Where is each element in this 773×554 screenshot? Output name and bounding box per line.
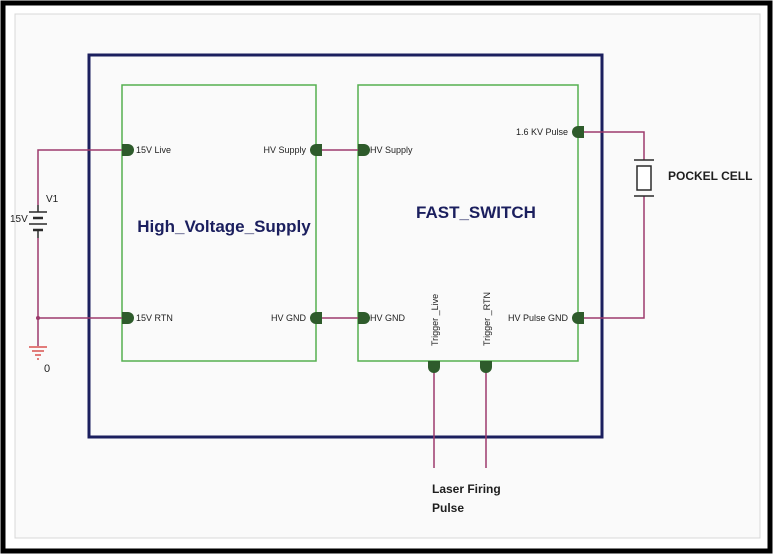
canvas-background bbox=[14, 13, 761, 539]
hv-supply-pins bbox=[122, 144, 322, 324]
pin-15v-rtn[interactable] bbox=[122, 312, 134, 324]
battery-value-label: 15V bbox=[10, 214, 28, 225]
junction-dot bbox=[36, 316, 40, 320]
pockel-cell-label: POCKEL CELL bbox=[668, 169, 752, 183]
pin-hv-gnd-in[interactable] bbox=[358, 312, 370, 324]
pin-label-hv-supply-in: HV Supply bbox=[370, 145, 413, 155]
pin-label-kv-pulse: 1.6 KV Pulse bbox=[516, 127, 568, 137]
pin-label-trigger-rtn: Trigger _RTN bbox=[482, 292, 492, 346]
outer-block-border bbox=[87, 53, 604, 439]
fast-switch-title: FAST_SWITCH bbox=[416, 203, 536, 222]
battery-symbol[interactable] bbox=[29, 205, 47, 238]
pin-hv-gnd-out[interactable] bbox=[310, 312, 322, 324]
ground-icon bbox=[29, 346, 47, 360]
pin-label-15v-live: 15V Live bbox=[136, 145, 171, 155]
pin-trigger-live[interactable] bbox=[428, 361, 440, 373]
pin-label-hv-gnd-in: HV GND bbox=[370, 313, 406, 323]
pin-label-hv-gnd-out: HV GND bbox=[271, 313, 307, 323]
pin-label-hv-pulse-gnd: HV Pulse GND bbox=[508, 313, 569, 323]
fast-switch-pins bbox=[358, 126, 584, 373]
pin-hv-supply-out[interactable] bbox=[310, 144, 322, 156]
wire-live bbox=[37, 149, 128, 205]
pin-15v-live[interactable] bbox=[122, 144, 134, 156]
fast-switch-block[interactable] bbox=[357, 84, 579, 362]
pin-hv-supply-in[interactable] bbox=[358, 144, 370, 156]
hv-supply-block[interactable] bbox=[121, 84, 317, 362]
hv-supply-title: High_Voltage_Supply bbox=[137, 217, 311, 236]
pin-label-trigger-live: Trigger _Live bbox=[430, 294, 440, 346]
ground-label: 0 bbox=[44, 363, 50, 375]
wire-pulse-gnd bbox=[578, 196, 645, 319]
battery-ref-label: V1 bbox=[46, 194, 59, 205]
pin-label-15v-rtn: 15V RTN bbox=[136, 313, 173, 323]
pin-trigger-rtn[interactable] bbox=[480, 361, 492, 373]
pockel-cell-symbol[interactable] bbox=[634, 159, 654, 197]
pin-label-hv-supply-out: HV Supply bbox=[263, 145, 306, 155]
wire-kv-pulse bbox=[578, 131, 645, 160]
trigger-label-line1: Laser Firing bbox=[432, 482, 501, 496]
pin-hv-pulse-gnd[interactable] bbox=[572, 312, 584, 324]
pin-kv-pulse[interactable] bbox=[572, 126, 584, 138]
trigger-label-line2: Pulse bbox=[432, 501, 464, 515]
